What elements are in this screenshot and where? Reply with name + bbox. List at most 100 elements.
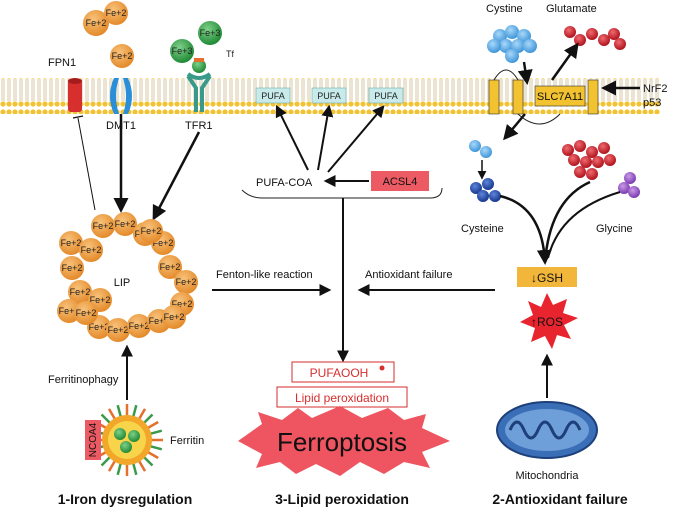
ferritin-spike [116, 404, 122, 418]
pufaooh-label: PUFAOOH [310, 366, 369, 380]
fpn1-label: FPN1 [48, 57, 76, 69]
caption-antioxidant: 2-Antioxidant failure [492, 491, 628, 507]
lip-iron-label: Fe+2 [129, 321, 150, 331]
mitochondria-label: Mitochondria [516, 470, 580, 482]
cysteine-group: Cysteine [461, 140, 504, 235]
ros-burst: ↑ROS [520, 293, 578, 349]
ferritin-spike [107, 460, 117, 472]
acsl4-label: ACSL4 [383, 176, 418, 188]
tf-label: Tf [226, 49, 234, 59]
fe3-1: Fe+3 [172, 46, 193, 56]
lip-iron-sphere [59, 231, 83, 255]
cystine-cluster: Cystine [486, 3, 537, 63]
ros-label: ↑ROS [531, 315, 563, 329]
mitochondria-shape: Mitochondria [496, 401, 598, 482]
caption-iron: 1-Iron dysregulation [58, 491, 193, 507]
p53-label: p53 [643, 97, 661, 109]
ferritin-sphere: Ferritin [91, 404, 204, 476]
ferritin-spike [147, 450, 159, 460]
ferritin-spike [147, 420, 159, 430]
lip-iron-label: Fe+2 [153, 238, 174, 248]
lip-label: LIP [114, 277, 131, 289]
lip-iron-label: Fe+2 [81, 245, 102, 255]
lip-iron-sphere [91, 214, 115, 238]
lipid-peroxidation-label: Lipid peroxidation [295, 391, 389, 405]
fe3-2: Fe+3 [200, 28, 221, 38]
ferritin-spike [132, 462, 138, 476]
fenton-label: Fenton-like reaction [216, 269, 313, 281]
lip-iron-sphere [113, 212, 137, 236]
ferritin-spike [143, 413, 154, 424]
lip-iron-label: Fe+2 [90, 295, 111, 305]
fe3-group: Fe+3 Fe+3 Tf [170, 21, 234, 63]
lip-iron-label: Fe+2 [70, 287, 91, 297]
lip-iron-label: Fe+2 [149, 316, 170, 326]
tfr1-label: TFR1 [185, 120, 213, 132]
ferritin-spike [143, 456, 154, 467]
lip-iron-label: Fe+2 [160, 262, 181, 272]
fpn1-channel: FPN1 [48, 57, 82, 112]
pufa-coa-group: PUFA-COA ACSL4 [241, 171, 443, 199]
cystine-label: Cystine [486, 3, 523, 15]
glutamate-lower-cluster [562, 140, 616, 180]
ferritinophagy-label: Ferritinophagy [48, 374, 119, 386]
lip-iron-label: Fe+2 [59, 306, 80, 316]
ferritin-label: Ferritin [170, 435, 204, 447]
glutamate-label: Glutamate [546, 3, 597, 15]
transporter-arrows [503, 42, 640, 141]
ferritin-spike [149, 429, 163, 435]
antioxidant-failure-arrow: Antioxidant failure [357, 269, 495, 296]
lip-iron-label: Fe+2 [172, 299, 193, 309]
ferritin-spike [116, 462, 122, 476]
fe2-top-group: Fe+2 Fe+2 Fe+2 [83, 1, 134, 68]
lip-iron-sphere [139, 219, 163, 243]
lip-iron-sphere [158, 255, 182, 279]
lipid-peroxidation-box: Lipid peroxidation [276, 386, 408, 408]
pufa-boxes: PUFA PUFA PUFA [255, 87, 404, 104]
gsh-converge-arrows [499, 180, 621, 265]
cysteine-label: Cysteine [461, 223, 504, 235]
tfr1-receptor: TFR1 [185, 58, 213, 132]
lip-iron-sphere [162, 305, 186, 329]
fe2-top-2: Fe+2 [106, 8, 127, 18]
lip-iron-sphere [60, 256, 84, 280]
lip-iron-label: Fe+2 [108, 325, 129, 335]
glycine-group: Glycine [596, 172, 640, 235]
gsh-label: ↓GSH [531, 271, 563, 285]
lip-iron-sphere [74, 301, 98, 325]
fe2-top-1: Fe+2 [86, 18, 107, 28]
lip-iron-label: Fe+2 [61, 238, 82, 248]
lip-iron-label: Fe+2 [62, 263, 83, 273]
ferritin-spike [149, 445, 163, 451]
fenton-arrow: Fenton-like reaction [212, 269, 332, 296]
slc7a11-label: SLC7A11 [537, 91, 583, 103]
ncoa4-tag: NCOA4 [85, 420, 101, 460]
ferritin-spike [107, 408, 117, 420]
ncoa4-label: NCOA4 [88, 422, 99, 457]
fe2-top-3: Fe+2 [112, 51, 133, 61]
iron-arrows [72, 114, 201, 400]
pufa-3: PUFA [374, 91, 398, 101]
pufa-coa-label: PUFA-COA [256, 177, 313, 189]
lip-iron-label: Fe+2 [93, 221, 114, 231]
ferritin-spike [100, 456, 111, 467]
lip-iron-sphere [68, 280, 92, 304]
lip-iron-label: Fe+2 [176, 277, 197, 287]
lip-iron-sphere [174, 270, 198, 294]
lip-iron-label: Fe+2 [115, 219, 136, 229]
gsh-box: ↓GSH [517, 267, 577, 287]
lip-iron-label: Fe+2 [141, 226, 162, 236]
lip-iron-sphere [106, 318, 130, 342]
ferritin-spike [132, 404, 138, 418]
pufa-arrows [275, 104, 385, 363]
caption-lipid: 3-Lipid peroxidation [275, 491, 409, 507]
lip-iron-label: Fe+2 [76, 308, 97, 318]
ferritin-spike [100, 413, 111, 424]
glycine-label: Glycine [596, 223, 633, 235]
pufaooh-box: PUFAOOH [291, 361, 395, 383]
glutamate-cluster: Glutamate [546, 3, 626, 50]
ferroptosis-burst: Ferroptosis [238, 406, 450, 476]
antioxidant-failure-label: Antioxidant failure [365, 269, 452, 281]
